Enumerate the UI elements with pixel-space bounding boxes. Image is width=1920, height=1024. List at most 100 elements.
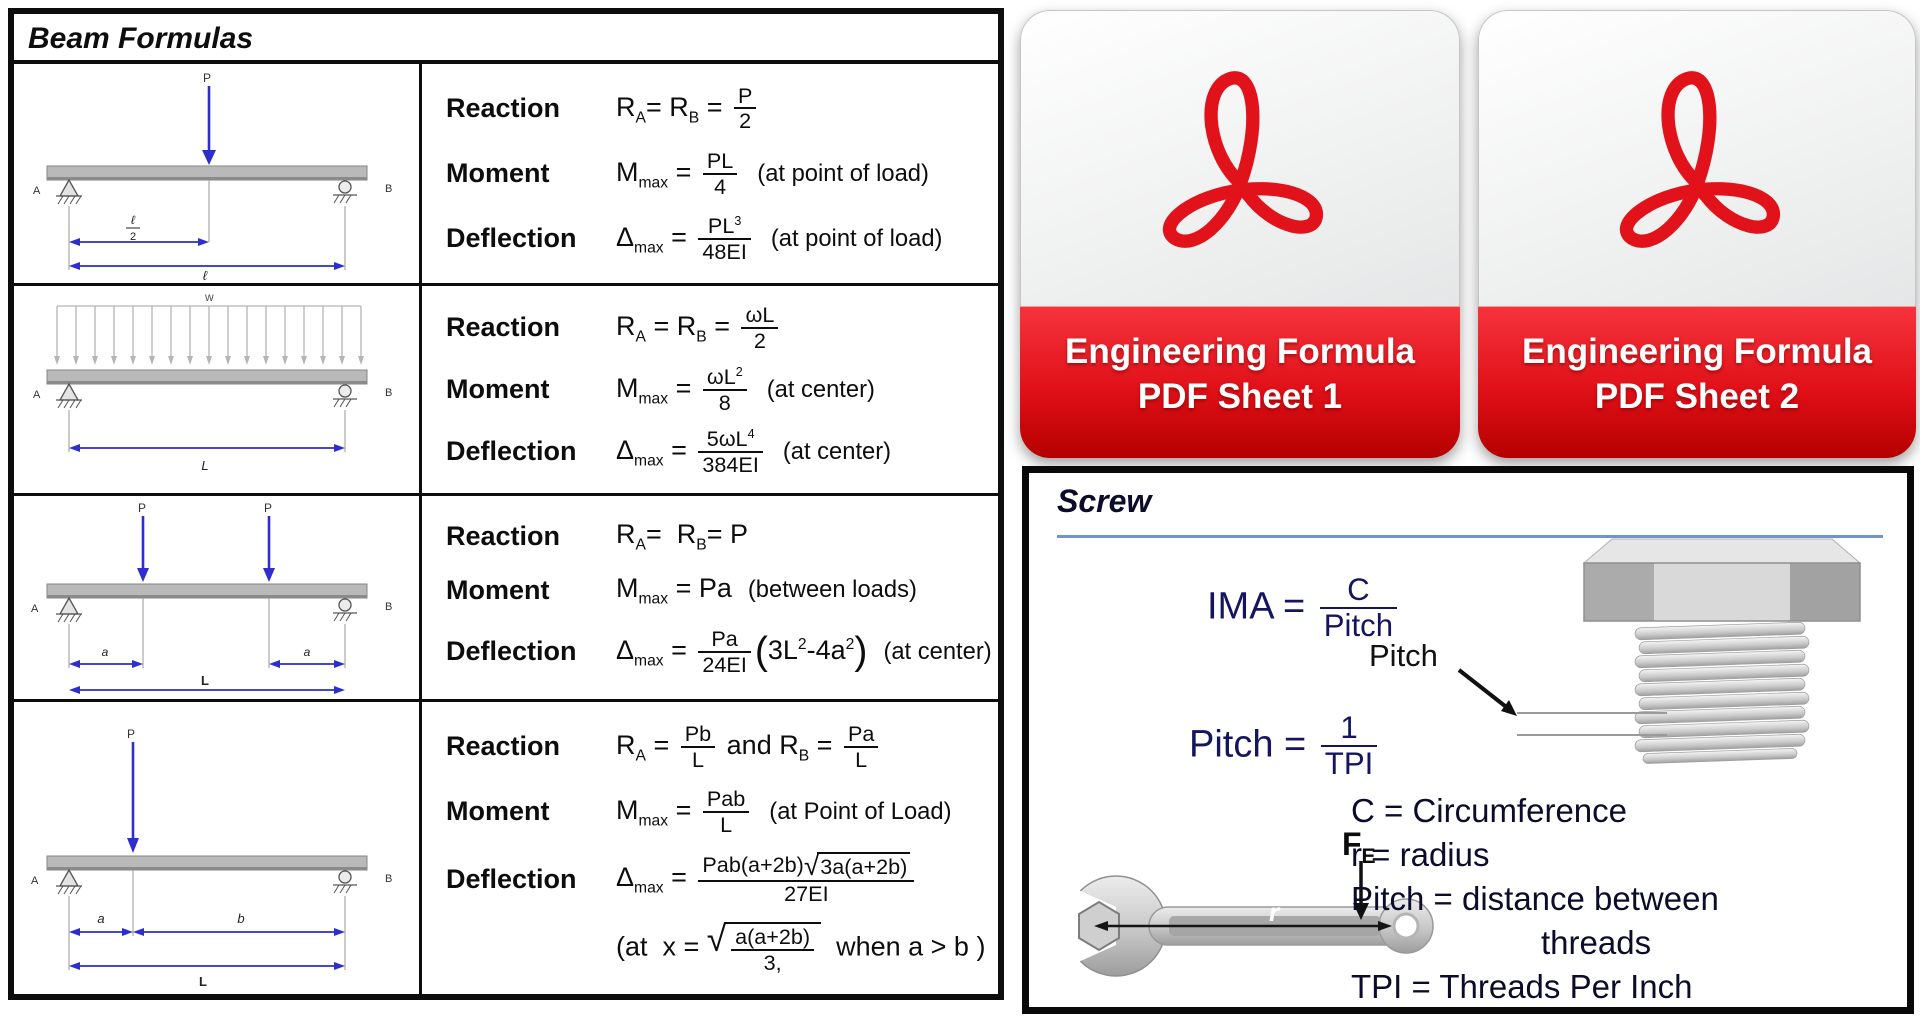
formula-label: Deflection xyxy=(446,863,577,894)
definition-line: r = radius xyxy=(1351,836,1490,873)
bolt-illustration xyxy=(1582,538,1862,764)
dim-a-label: a xyxy=(303,645,310,659)
formula-expression: RA= RB= P xyxy=(616,518,748,554)
beam-diagram-offset-point-load: P A B xyxy=(31,727,392,989)
formula-label: Moment xyxy=(446,575,550,606)
support-label-b: B xyxy=(385,601,392,613)
support-label-a: A xyxy=(33,185,41,197)
roller-support-icon xyxy=(332,598,357,621)
beam-row-center-point-load: P A B xyxy=(14,64,998,284)
pdf-sheet-2-button[interactable]: Engineering Formula PDF Sheet 2 xyxy=(1478,10,1916,458)
pdf-button-title-line2: PDF Sheet 2 xyxy=(1594,377,1800,416)
beam-diagram-cell: P A B xyxy=(14,64,422,284)
beam-diagram-cell: P P A B xyxy=(14,495,422,700)
support-label-a: A xyxy=(33,389,41,401)
load-label: P xyxy=(264,501,272,515)
load-label: w xyxy=(204,290,214,304)
support-label-a: A xyxy=(31,875,39,887)
pdf-logo-area xyxy=(1020,10,1460,306)
dim-a-label: a xyxy=(97,911,104,926)
beam-diagram-center-point-load: P A B xyxy=(33,71,392,281)
radius-label: r xyxy=(1269,897,1281,927)
pin-support-icon xyxy=(55,596,82,622)
adobe-pdf-icon xyxy=(1162,70,1323,248)
roller-support-icon xyxy=(332,870,357,894)
roller-support-icon xyxy=(332,180,357,204)
load-label: P xyxy=(138,501,146,515)
dim-half-denominator: 2 xyxy=(129,231,135,243)
beam-row-offset-point-load: P A B xyxy=(14,699,998,994)
formula-label: Reaction xyxy=(446,312,561,343)
pdf-button-title-line1: Engineering Formula xyxy=(1064,332,1416,371)
thread-ridges xyxy=(1634,621,1810,764)
support-label-b: B xyxy=(385,387,392,399)
beam-diagram-cell: w A B xyxy=(14,286,422,493)
support-label-b: B xyxy=(385,183,392,195)
dim-full-label: L xyxy=(199,974,207,989)
pitch-callout-label: Pitch xyxy=(1369,638,1438,673)
screw-definitions: C = Circumference r = radius Pitch = dis… xyxy=(1351,789,1911,1009)
beam-formulas-title: Beam Formulas xyxy=(14,14,998,64)
beam-row-uniform-load: w A B xyxy=(14,283,998,493)
pdf-button-title-line1: Engineering Formula xyxy=(1521,332,1873,371)
pitch-callout: Pitch xyxy=(1369,638,1667,736)
formula-expression: Mmax = Pa(between loads) xyxy=(616,572,917,608)
load-label: P xyxy=(203,71,211,85)
dim-a-label: a xyxy=(101,645,108,659)
dim-full-label: L xyxy=(201,458,208,473)
pin-support-icon xyxy=(55,178,82,205)
pdf-logo-area xyxy=(1478,10,1916,306)
beam-diagram-uniform-load: w A B xyxy=(33,290,392,473)
wrench-illustration: r FE xyxy=(1054,826,1434,977)
roller-support-icon xyxy=(332,384,357,408)
formula-label: Moment xyxy=(446,796,550,827)
formula-expression: (at x = √a(a+2b)3, when a > b ) xyxy=(616,919,986,975)
dim-b-label: b xyxy=(237,911,244,926)
beam-diagram-cell: P A B xyxy=(14,702,422,994)
formula-label: Deflection xyxy=(446,436,577,467)
formula-label: Moment xyxy=(446,374,550,405)
pdf-button-band: Engineering Formula PDF Sheet 1 xyxy=(1020,306,1460,458)
beam-row-two-point-loads: P P A B xyxy=(14,492,1000,700)
definition-line: C = Circumference xyxy=(1351,792,1628,829)
dim-full-label: ℓ xyxy=(202,268,207,281)
screw-heading: Screw xyxy=(1057,483,1152,519)
pdf-sheet-1-button[interactable]: Engineering Formula PDF Sheet 1 xyxy=(1020,10,1460,458)
pdf-button-band: Engineering Formula PDF Sheet 2 xyxy=(1478,306,1916,458)
load-label: P xyxy=(127,727,135,741)
formula-label: Reaction xyxy=(446,731,561,762)
pin-support-icon xyxy=(55,382,82,409)
definition-line: threads xyxy=(1541,924,1652,961)
formula-label: Deflection xyxy=(446,636,577,667)
wrench-hole xyxy=(1392,912,1420,940)
effort-force-label: FE xyxy=(1342,826,1376,868)
formula-label: Deflection xyxy=(446,223,577,254)
formula-label: Reaction xyxy=(446,520,561,551)
definition-line: Pitch = distance between xyxy=(1351,880,1719,917)
formula-expression: Δmax = Pab(a+2b)√3a(a+2b)27EI xyxy=(616,852,918,906)
support-label-b: B xyxy=(385,873,392,885)
dim-full-label: L xyxy=(201,673,209,688)
adobe-pdf-icon xyxy=(1619,70,1780,248)
heading-underline xyxy=(1057,535,1883,538)
dim-half-numerator: ℓ xyxy=(131,213,136,227)
formula-label: Moment xyxy=(446,158,550,189)
pin-support-icon xyxy=(55,868,82,895)
formula-cell: Reaction RA= RB= P Moment Mmax = Pa(betwee… xyxy=(422,496,1000,700)
